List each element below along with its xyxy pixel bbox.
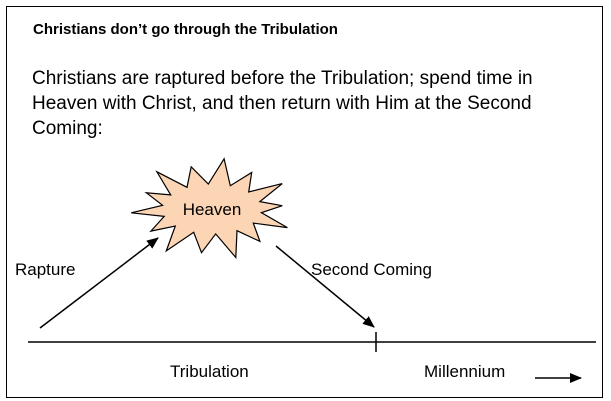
second-coming-label: Second Coming bbox=[311, 260, 432, 279]
heading: Christians don’t go through the Tribulat… bbox=[33, 21, 338, 38]
rapture-arrow bbox=[39, 237, 159, 329]
heaven-label: Heaven bbox=[183, 200, 242, 219]
tribulation-label: Tribulation bbox=[170, 362, 249, 381]
heaven-starburst bbox=[131, 157, 288, 260]
diagram-frame bbox=[6, 6, 603, 398]
second-coming-arrow bbox=[275, 245, 375, 328]
millennium-label: Millennium bbox=[424, 362, 505, 381]
rapture-label: Rapture bbox=[15, 260, 75, 279]
body-text: Christians are raptured before the Tribu… bbox=[32, 68, 533, 139]
